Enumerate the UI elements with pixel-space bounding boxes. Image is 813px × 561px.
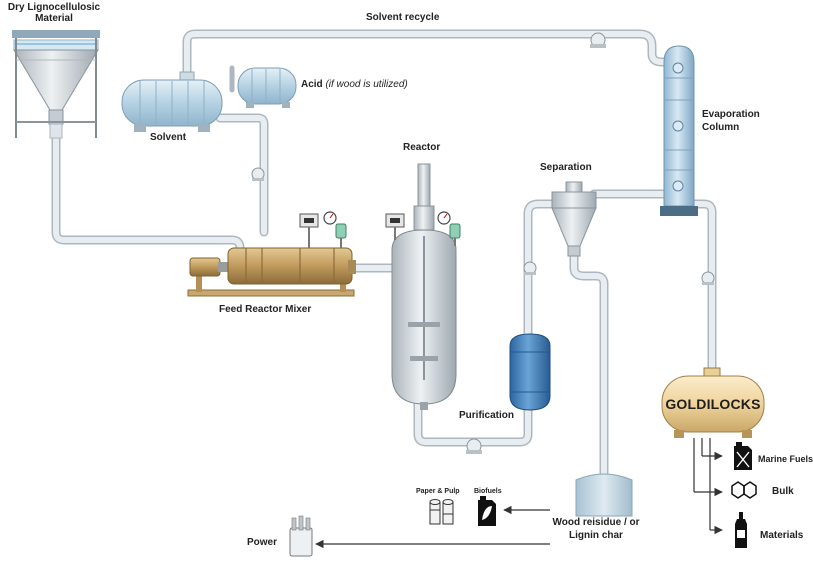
goldilocks-label: GOLDILOCKS xyxy=(665,396,761,412)
valve-icon xyxy=(335,223,347,248)
pump-icon xyxy=(251,167,265,181)
pump-icon xyxy=(523,261,537,275)
paper-pulp-label: Paper & Pulp xyxy=(416,488,460,495)
hopper-icon xyxy=(12,30,100,139)
feed-reactor-mixer-label: Feed Reactor Mixer xyxy=(219,304,312,315)
purification-label: Purification xyxy=(459,410,515,421)
residue-silo xyxy=(575,473,633,517)
purification-vessel xyxy=(509,333,551,411)
reactor-instruments xyxy=(385,211,461,246)
transformer-icon xyxy=(289,515,313,557)
separation-label: Separation xyxy=(540,162,592,173)
biofuels-label: Biofuels xyxy=(474,488,502,495)
product-branches xyxy=(315,438,723,549)
evaporation-label-line2: Column xyxy=(702,122,740,133)
pump-icon xyxy=(590,32,606,48)
gauge-icon xyxy=(437,211,451,225)
evaporation-label-line1: Evaporation xyxy=(702,109,760,120)
residue-label: Wood reisidue / or Lignin char xyxy=(548,516,644,542)
bottle-icon xyxy=(735,512,747,548)
pump-icon xyxy=(466,438,482,454)
solvent-tank xyxy=(121,71,223,132)
dry-material-label-line2: Material xyxy=(35,13,73,24)
reactor-vessel xyxy=(391,163,457,410)
acid-label-note: (if wood is utilized) xyxy=(325,79,408,90)
naphthalene-icon xyxy=(731,481,757,499)
acid-tank xyxy=(237,67,297,108)
goldilocks-tank xyxy=(661,367,765,438)
separation-cyclone xyxy=(551,181,597,257)
acid-label-text: Acid xyxy=(301,79,323,90)
bulk-label: Bulk xyxy=(772,486,794,497)
feed-reactor-mixer xyxy=(187,247,356,297)
materials-label: Materials xyxy=(760,530,804,541)
dry-material-label: Dry Lignocellulosic Material xyxy=(0,2,110,24)
valve-icon xyxy=(449,223,461,246)
mixer-instruments xyxy=(299,211,347,248)
solvent-recycle-label: Solvent recycle xyxy=(366,12,440,23)
residue-label-line1: Wood reisidue / or xyxy=(552,517,640,528)
acid-label: Acid (if wood is utilized) xyxy=(301,79,408,90)
dry-material-label-line1: Dry Lignocellulosic xyxy=(7,2,101,13)
evaporation-column xyxy=(660,45,698,216)
pump-icon xyxy=(701,271,715,285)
gauge-icon xyxy=(323,211,337,225)
reactor-label: Reactor xyxy=(403,142,441,153)
marine-fuels-label: Marine Fuels xyxy=(758,454,813,464)
evaporation-column-label: Evaporation Column xyxy=(702,108,760,134)
power-label: Power xyxy=(247,537,278,548)
solvent-label: Solvent xyxy=(150,132,187,143)
pulp-rolls-icon xyxy=(429,499,454,525)
residue-label-line2: Lignin char xyxy=(569,530,623,541)
jerrycan-icon xyxy=(734,442,752,470)
biofuel-can-icon xyxy=(478,496,496,526)
